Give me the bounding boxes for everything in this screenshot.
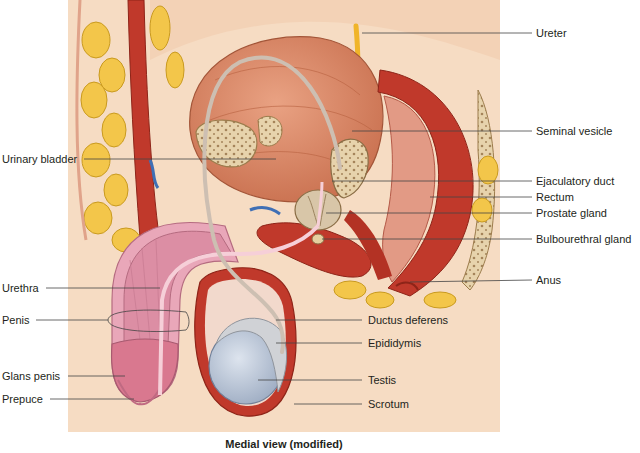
fat-lobule — [334, 281, 366, 299]
fat-lobule — [81, 82, 107, 118]
leader-line — [352, 131, 532, 132]
coccyx — [462, 90, 495, 290]
ejaculatory-duct — [308, 194, 326, 226]
part-label: Prostate gland — [536, 207, 607, 220]
leader-line — [68, 376, 125, 377]
fat-lobule — [366, 292, 394, 308]
figure-caption: Medial view (modified) — [225, 438, 342, 450]
fat-lobule — [82, 22, 110, 58]
part-label: Urinary bladder — [2, 153, 77, 166]
blood-vessel — [150, 160, 158, 188]
part-label: Prepuce — [2, 393, 43, 406]
fat-lobule — [478, 156, 498, 184]
leader-line — [36, 320, 108, 321]
background-panel — [68, 0, 500, 432]
leader-lines — [36, 33, 532, 404]
part-label: Scrotum — [368, 398, 409, 411]
part-label: Anus — [536, 274, 561, 287]
leader-line — [258, 380, 362, 381]
part-label: Epididymis — [368, 337, 421, 350]
leader-line — [46, 288, 160, 289]
leader-line — [430, 197, 532, 198]
fat-lobule — [166, 52, 184, 88]
leader-line — [276, 320, 362, 321]
fat-lobule — [84, 202, 112, 234]
rectum-wall — [378, 70, 473, 296]
part-label: Ejaculatory duct — [536, 175, 614, 188]
fat-lobule — [82, 143, 110, 177]
fat-lobule — [102, 113, 126, 147]
part-label: Bulbourethral gland — [536, 233, 631, 246]
leader-line — [332, 181, 532, 182]
scrotum-lining — [205, 279, 286, 406]
leader-line — [276, 343, 362, 344]
penis-bracket — [108, 310, 189, 331]
corpus-striation — [130, 240, 160, 340]
pubic-bone — [258, 116, 282, 146]
part-label: Ureter — [536, 27, 567, 40]
glans-penis — [112, 339, 179, 402]
part-label: Testis — [368, 374, 396, 387]
leader-line — [322, 239, 532, 240]
fat-lobule — [104, 174, 128, 206]
urinary-bladder — [190, 37, 383, 202]
fat-lobule — [150, 6, 170, 50]
leader-line — [294, 404, 362, 405]
pelvic-floor-muscle — [344, 210, 392, 280]
part-label: Seminal vesicle — [536, 125, 612, 138]
epididymis — [216, 318, 287, 392]
rectum-lumen — [383, 96, 435, 282]
part-label: Rectum — [536, 191, 574, 204]
part-label: Ductus deferens — [368, 314, 448, 327]
skin-edge — [77, 0, 86, 240]
urethra — [318, 182, 322, 226]
blood-vessel — [250, 207, 280, 214]
leader-line — [410, 280, 532, 282]
scrotum — [195, 268, 296, 416]
part-label: Glans penis — [2, 370, 60, 383]
part-label: Urethra — [2, 282, 39, 295]
fat-lobule — [472, 198, 492, 222]
rectus-muscle — [128, 0, 158, 238]
anus — [396, 283, 418, 290]
prepuce — [118, 380, 160, 404]
part-label: Penis — [2, 314, 30, 327]
leader-line — [326, 213, 532, 214]
fat-lobule — [424, 292, 456, 308]
leader-line — [84, 159, 276, 160]
leader-line — [50, 399, 134, 400]
leader-line — [362, 33, 532, 34]
ductus-deferens — [204, 58, 340, 352]
